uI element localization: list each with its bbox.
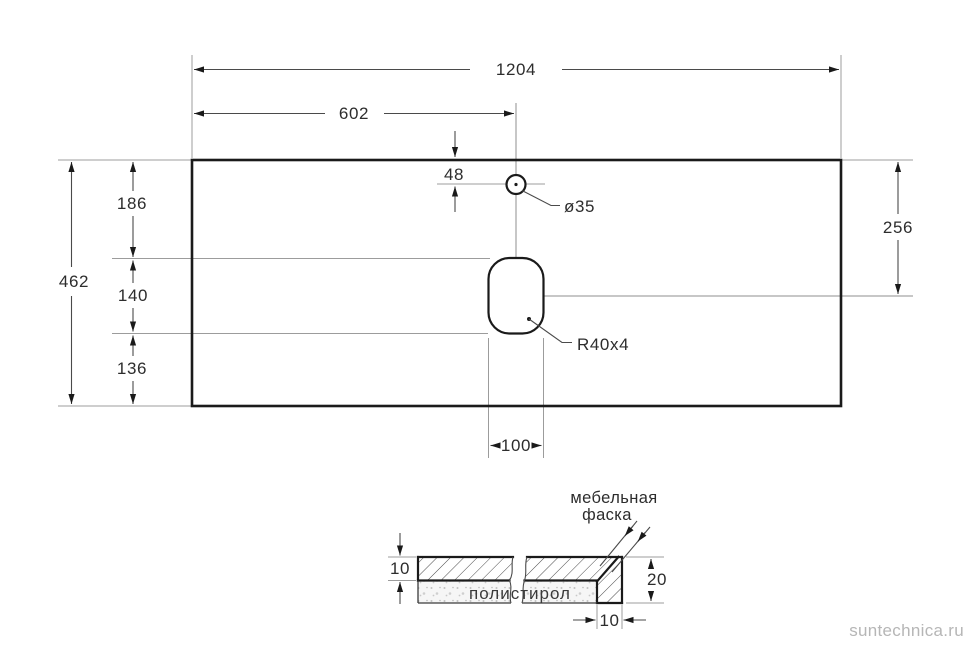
drain-cutout: R40x4: [487, 256, 629, 354]
dim-thickness-10: 10: [388, 533, 416, 604]
dim-edge-width-10: 10: [573, 605, 646, 630]
chamfer-label-line1: мебельная: [570, 489, 657, 507]
dim-width-1204: 1204: [194, 60, 839, 79]
dim-label-136: 136: [117, 359, 147, 378]
dim-depth-segments: 186 140 136: [117, 162, 148, 404]
dim-width-602: 602: [194, 104, 514, 123]
dim-cutout-100: 100: [490, 436, 542, 455]
section-polystyrene-right: [522, 580, 597, 603]
section-top-slab-left: [418, 557, 513, 581]
hole-leader-line: [521, 190, 560, 207]
dim-label-602: 602: [339, 104, 369, 123]
dim-depth-256: 256: [883, 162, 913, 294]
hole-center-dot: [514, 182, 518, 187]
watermark: suntechnica.ru: [849, 621, 964, 640]
dim-edge-20: 20: [626, 556, 667, 604]
dim-label-48: 48: [444, 165, 464, 184]
material-label: полистирол: [469, 584, 571, 603]
extension-lines: [58, 55, 913, 458]
label-cutout-radius: R40x4: [577, 335, 629, 354]
top-view: 1204 602 48 462 186 140: [58, 55, 913, 458]
dim-hole-48: 48: [444, 131, 464, 212]
dim-label-100: 100: [501, 436, 531, 455]
dim-depth-462: 462: [59, 162, 89, 404]
faucet-hole: ø35: [505, 173, 595, 216]
countertop-outline: [190, 158, 843, 408]
cutout-oval: [487, 256, 545, 335]
dim-label-edge-20: 20: [647, 570, 667, 589]
label-hole-diameter: ø35: [564, 197, 595, 216]
cutout-leader-line: [528, 318, 572, 344]
dim-label-256: 256: [883, 218, 913, 237]
dim-label-edge-width-10: 10: [599, 611, 619, 630]
dim-label-140: 140: [118, 286, 148, 305]
edge-miter-line: [595, 555, 621, 584]
dim-label-462: 462: [59, 272, 89, 291]
chamfer-label-line2: фаска: [582, 506, 632, 524]
section-polystyrene-left: [418, 580, 511, 603]
dim-label-186: 186: [117, 194, 147, 213]
dim-label-1204: 1204: [496, 60, 536, 79]
section-outlines: [416, 555, 624, 605]
break-lines: [508, 556, 528, 604]
section-view: полистирол 10 20 10: [388, 489, 667, 630]
dim-label-thickness-10: 10: [390, 559, 410, 578]
chamfer-callout: мебельная фаска: [570, 489, 657, 573]
